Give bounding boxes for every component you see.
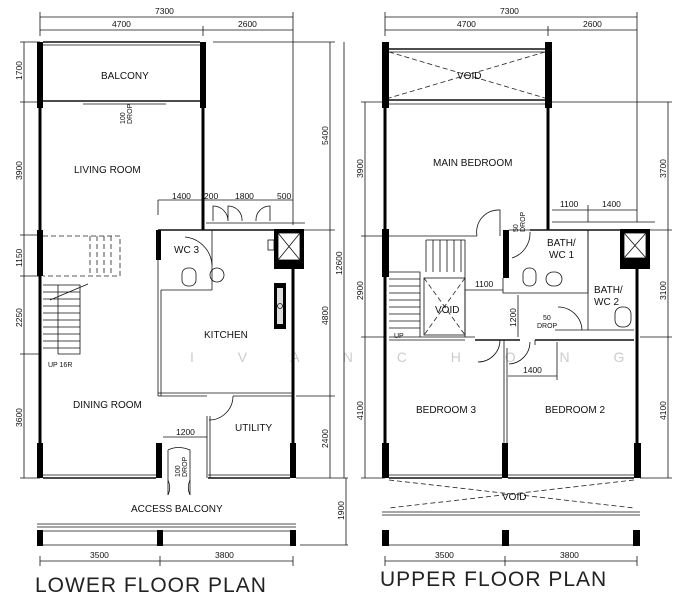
dim-lower-right-3: 2400 [320,429,330,448]
dim-kitchen-2: 200 [204,191,218,201]
dim-lower-left-5: 3600 [14,408,24,427]
lower-floor-plan-title: LOWER FLOOR PLAN [35,574,267,597]
drop-value-access: 100 [175,465,182,477]
room-bath-wc1-line2: WC 1 [549,250,574,261]
upper-drop-value-2: 50 [543,315,551,322]
drop-label: DROP [127,103,134,124]
room-void-top: VOID [457,71,481,82]
dim-lower-left-3: 1150 [14,248,24,267]
upper-inner-dimensions: 1100 1400 1100 1200 1400 [475,199,637,380]
lower-walls [37,41,305,546]
room-balcony: BALCONY [101,71,149,82]
upper-drop-label-1: DROP [520,211,527,232]
dim-lower-top-right: 2600 [238,19,257,29]
room-bath-wc2-line2: WC 2 [594,297,619,308]
dim-corridor: 1100 [475,279,494,289]
stairs-label: UP 16R [48,362,72,369]
dim-lower-bottom-2: 3800 [215,550,234,560]
dim-upper-overall-width: 7300 [500,6,519,16]
room-bath-wc1-line1: BATH/ [547,238,576,249]
upper-right-dimensions: 3700 3100 4100 [552,101,672,479]
dim-access-balcony-depth: 1900 [336,501,346,520]
dim-lower-left-4: 2250 [14,308,24,327]
watermark: I V A N C H O N G [190,349,644,365]
dim-lower-left-1: 1700 [14,61,24,80]
drop-label-access: DROP [182,456,189,477]
dim-lower-right-2: 4800 [320,306,330,325]
dim-upper-left-1: 3900 [355,159,365,178]
upper-floor-plan: 7300 4700 2600 3900 2900 4100 3700 3100 … [355,6,672,591]
upper-left-dimensions: 3900 2900 4100 [355,101,385,479]
dim-upper-right-3: 4100 [658,401,668,420]
dim-lower-top-left: 4700 [112,19,131,29]
room-kitchen: KITCHEN [204,330,248,341]
upper-drop-value-1: 50 [513,224,520,232]
room-utility: UTILITY [235,423,273,434]
dim-lower-left-2: 3900 [14,161,24,180]
kitchen-top-dimensions: 1400 200 1800 500 1200 [163,191,291,438]
upper-floor-plan-title: UPPER FLOOR PLAN [380,568,607,591]
upper-top-dimensions: 7300 4700 2600 [384,6,638,222]
dim-upper-bottom-1: 3500 [435,550,454,560]
room-wc3: WC 3 [174,245,199,256]
dim-kitchen-3: 1800 [235,191,254,201]
room-main-bedroom: MAIN BEDROOM [433,158,512,169]
room-bedroom2: BEDROOM 2 [545,405,605,416]
dim-upper-left-2: 2900 [355,281,365,300]
room-bath-wc2-line1: BATH/ [594,285,623,296]
lower-left-dimensions: 1700 3900 1150 2250 3600 [14,41,40,479]
dim-lower-bottom-1: 3500 [90,550,109,560]
room-access-balcony: ACCESS BALCONY [131,504,223,515]
dim-bath2-side: 1200 [508,308,518,327]
room-void-bottom: VOID [502,492,526,503]
dim-lower-right-1: 5400 [320,126,330,145]
dim-bath-top-1: 1100 [560,199,579,209]
room-dining-room: DINING ROOM [73,400,142,411]
dim-upper-top-right: 2600 [583,19,602,29]
dim-upper-bottom-2: 3800 [560,550,579,560]
upper-drop-label-2: DROP [537,323,558,330]
dim-lower-overall-width: 7300 [155,6,174,16]
dim-utility-door: 1200 [176,427,195,437]
room-living-room: LIVING ROOM [74,165,141,176]
room-bedroom3: BEDROOM 3 [416,405,476,416]
upper-stairs-label: UP [394,333,404,340]
dim-upper-right-1: 3700 [658,159,668,178]
drop-value: 100 [120,112,127,124]
lower-top-dimensions: 7300 4700 2600 [39,6,294,225]
lower-floor-plan: 7300 4700 2600 1700 3900 1150 2250 3600 … [14,6,348,597]
room-void-stair: VOID [435,305,459,316]
dim-kitchen-4: 500 [277,191,291,201]
lower-right-dimensions: 5400 4800 2400 1900 12600 [213,41,348,546]
dim-bedroom-door: 1400 [523,365,542,375]
dim-upper-right-2: 3100 [658,281,668,300]
dim-upper-top-left: 4700 [457,19,476,29]
lower-bottom-dimensions: 3500 3800 [39,550,294,566]
upper-walls [382,42,655,546]
dim-overall-depth: 12600 [334,251,344,275]
upper-bottom-dimensions: 3500 3800 [384,550,638,566]
dim-bath-top-2: 1400 [602,199,621,209]
dim-upper-left-3: 4100 [355,401,365,420]
dim-kitchen-1: 1400 [172,191,191,201]
